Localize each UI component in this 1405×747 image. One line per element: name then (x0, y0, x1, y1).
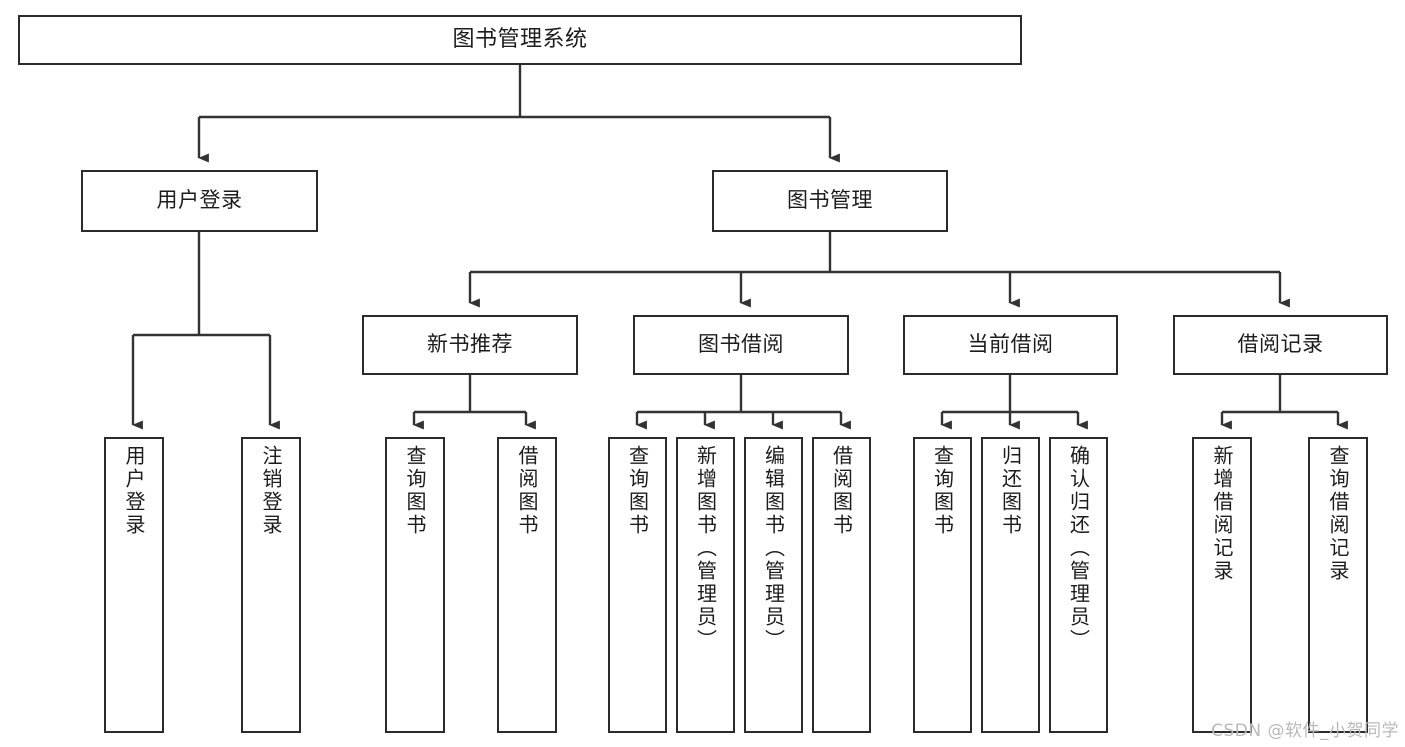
leaf-label: 借阅图书 (829, 445, 854, 537)
leaf-label: 查询图书 (625, 445, 650, 537)
node-label: 当前借阅 (967, 332, 1054, 357)
leaf-label: 确认归还（管理员） (1066, 445, 1091, 652)
node-label: 图书管理系统 (452, 26, 588, 52)
leaf-label: 查询借阅记录 (1326, 445, 1350, 583)
node-book-management[interactable]: 图书管理 (712, 170, 948, 232)
leaf-borrow-record-query[interactable]: 查询借阅记录 (1308, 437, 1368, 733)
leaf-label: 查询图书 (930, 445, 955, 537)
leaf-current-borrow-confirm-return[interactable]: 确认归还（管理员） (1049, 437, 1108, 733)
leaf-label: 新增借阅记录 (1210, 445, 1234, 583)
node-label: 图书管理 (787, 188, 873, 213)
leaf-book-borrow-edit[interactable]: 编辑图书（管理员） (744, 437, 803, 733)
leaf-label: 查询图书 (403, 445, 427, 537)
leaf-user-login-login[interactable]: 用户登录 (104, 437, 164, 733)
node-book-borrow[interactable]: 图书借阅 (633, 315, 849, 375)
leaf-user-login-logout[interactable]: 注销登录 (241, 437, 301, 733)
node-root-library-system[interactable]: 图书管理系统 (18, 15, 1022, 65)
leaf-current-borrow-query[interactable]: 查询图书 (913, 437, 972, 733)
leaf-label: 用户登录 (122, 445, 146, 537)
node-new-book-recommend[interactable]: 新书推荐 (362, 315, 578, 375)
leaf-book-borrow-add[interactable]: 新增图书（管理员） (676, 437, 735, 733)
leaf-label: 编辑图书（管理员） (761, 445, 786, 652)
node-label: 新书推荐 (427, 332, 513, 357)
node-borrow-record[interactable]: 借阅记录 (1173, 315, 1388, 375)
leaf-label: 新增图书（管理员） (693, 445, 718, 652)
leaf-label: 注销登录 (259, 445, 283, 537)
leaf-new-book-borrow[interactable]: 借阅图书 (497, 437, 557, 733)
leaf-new-book-query[interactable]: 查询图书 (385, 437, 445, 733)
leaf-label: 借阅图书 (515, 445, 539, 537)
leaf-book-borrow-query[interactable]: 查询图书 (608, 437, 667, 733)
leaf-borrow-record-add[interactable]: 新增借阅记录 (1192, 437, 1252, 733)
leaf-label: 归还图书 (998, 445, 1023, 537)
node-label: 图书借阅 (698, 332, 784, 357)
leaf-current-borrow-return[interactable]: 归还图书 (981, 437, 1040, 733)
node-current-borrow[interactable]: 当前借阅 (903, 315, 1118, 375)
node-user-login[interactable]: 用户登录 (81, 170, 318, 232)
node-label: 用户登录 (156, 188, 243, 213)
leaf-book-borrow-borrow[interactable]: 借阅图书 (812, 437, 871, 733)
node-label: 借阅记录 (1237, 332, 1324, 357)
csdn-watermark: CSDN @软件_小贺同学 (1211, 721, 1399, 741)
